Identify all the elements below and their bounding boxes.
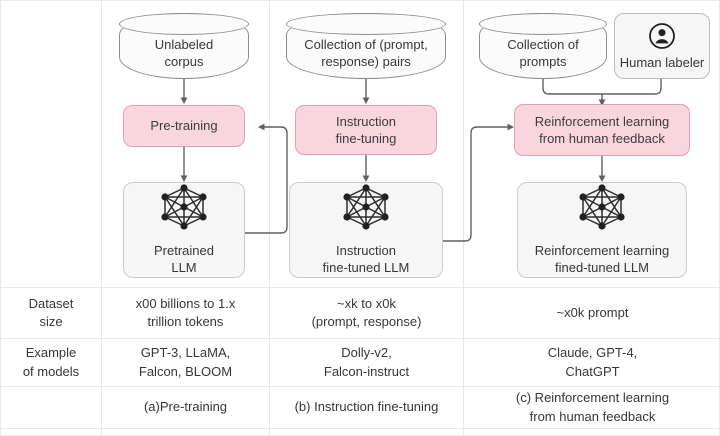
model-label-line1: Reinforcement learning — [534, 242, 670, 258]
row-divider-diagram-table — [1, 287, 719, 288]
connector-prompts-and-labeler-to-rlhf — [531, 79, 671, 107]
cell-dataset-size-instruction: ~xk to x0k (prompt, response) — [270, 288, 463, 338]
source-label-line2: corpus — [164, 54, 204, 69]
connector-pairs-to-instruction-fine-tuning — [359, 79, 373, 105]
model-label-line1: Pretrained — [154, 242, 214, 258]
cell-examples-pretraining: GPT-3, LLaMA, Falcon, BLOOM — [102, 339, 269, 386]
row-header-example-of-models: Example of models — [1, 339, 101, 386]
caption-line1: (a)Pre-training — [143, 399, 228, 415]
source-unlabeled-corpus: Unlabeled corpus — [119, 13, 249, 79]
neural-network-icon — [155, 183, 213, 235]
row-divider-dataset-example — [1, 338, 719, 339]
caption-pretraining: (a)Pre-training — [102, 387, 269, 428]
process-label-line1: Reinforcement learning — [534, 113, 670, 129]
cell-dataset-size-pretraining: x00 billions to 1.x trillion tokens — [102, 288, 269, 338]
cell-dataset-size-rlhf: ~x0k prompt — [464, 288, 719, 338]
cell-line2: trillion tokens — [147, 314, 224, 329]
caption-instruction: (b) Instruction fine-tuning — [270, 387, 463, 428]
model-label-line2: fine-tuned LLM — [322, 260, 410, 276]
caption-line1: (b) Instruction fine-tuning — [294, 399, 439, 415]
database-cylinder-icon — [286, 13, 446, 35]
caption-line1: (c) Reinforcement learning — [515, 390, 670, 406]
cell-examples-rlhf: Claude, GPT-4, ChatGPT — [464, 339, 719, 386]
model-label-line2: LLM — [171, 260, 197, 276]
connector-rlhf-to-model — [595, 156, 609, 183]
person-icon — [649, 22, 675, 52]
cell-line1: x00 billions to 1.x — [135, 295, 236, 311]
process-rlhf: Reinforcement learning from human feedba… — [514, 104, 690, 156]
cell-line2: Falcon, BLOOM — [138, 363, 233, 379]
caption-line2: from human feedback — [529, 408, 656, 424]
cell-line1: ~xk to x0k — [337, 295, 396, 311]
process-pre-training: Pre-training — [123, 105, 245, 147]
model-rlhf-fine-tuned-llm: Reinforcement learning fined-tuned LLM — [517, 182, 687, 278]
source-label-line1: Collection of — [507, 36, 579, 52]
caption-rlhf: (c) Reinforcement learning from human fe… — [464, 387, 719, 428]
cell-line2: Falcon-instruct — [323, 363, 410, 379]
caption-row-header — [1, 387, 101, 428]
row-divider-bottom — [1, 428, 719, 429]
column-divider-3 — [463, 1, 464, 435]
row-divider-example-caption — [1, 386, 719, 387]
cell-line1: Claude, GPT-4, — [547, 345, 638, 361]
cell-line1: Dolly-v2, — [341, 345, 392, 361]
model-label-line1: Instruction — [336, 242, 396, 258]
cell-examples-instruction: Dolly-v2, Falcon-instruct — [270, 339, 463, 386]
row-header-line1: Example — [25, 345, 77, 361]
connector-instruction-fine-tuning-to-model — [359, 155, 373, 183]
source-collection-of-prompts: Collection of prompts — [479, 13, 607, 79]
cell-line1: ~x0k prompt — [556, 304, 629, 320]
source-label-line2: response) pairs — [321, 54, 411, 69]
cell-line1: GPT-3, LLaMA, — [140, 345, 231, 361]
database-cylinder-icon — [479, 13, 607, 35]
source-label-line2: prompts — [519, 54, 567, 69]
process-label-line2: from human feedback — [539, 131, 665, 146]
database-cylinder-icon — [119, 13, 249, 35]
model-instruction-fine-tuned-llm: Instruction fine-tuned LLM — [289, 182, 443, 278]
column-divider-2 — [269, 1, 270, 435]
labeler-label: Human labeler — [619, 54, 705, 70]
column-divider-1 — [101, 1, 102, 435]
process-label-line2: fine-tuning — [335, 131, 397, 146]
connector-pretraining-to-model — [177, 147, 191, 183]
row-header-line2: size — [39, 314, 63, 329]
connector-corpus-to-pretraining — [177, 79, 191, 105]
neural-network-icon — [573, 183, 631, 235]
cell-line2: (prompt, response) — [311, 314, 422, 329]
source-human-labeler: Human labeler — [614, 13, 710, 79]
process-label-line1: Instruction — [336, 113, 396, 129]
model-pretrained-llm: Pretrained LLM — [123, 182, 245, 278]
process-label-line1: Pre-training — [150, 118, 218, 134]
source-label-line1: Unlabeled — [154, 36, 214, 52]
row-header-dataset-size: Dataset size — [1, 288, 101, 338]
row-header-line2: of models — [22, 363, 80, 379]
process-instruction-fine-tuning: Instruction fine-tuning — [295, 105, 437, 155]
source-prompt-response-pairs: Collection of (prompt, response) pairs — [286, 13, 446, 79]
model-label-line2: fined-tuned LLM — [555, 260, 649, 276]
connector-pretrained-llm-to-instruction-fine-tuning — [245, 119, 295, 241]
source-label-line1: Collection of (prompt, — [304, 36, 428, 52]
cell-line2: ChatGPT — [565, 363, 620, 379]
connector-instruction-llm-to-rlhf — [443, 119, 521, 242]
neural-network-icon — [337, 183, 395, 235]
row-header-line1: Dataset — [28, 295, 74, 311]
